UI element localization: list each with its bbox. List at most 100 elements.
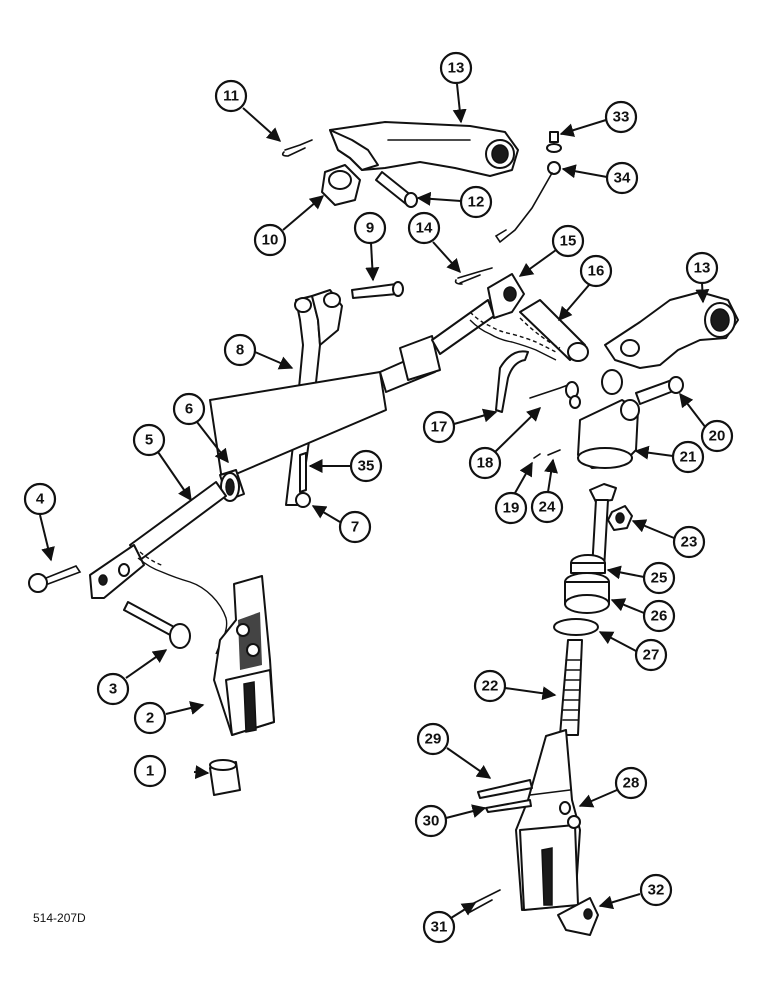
callout-circle-33 (604, 100, 638, 134)
leader-27 (598, 631, 637, 652)
part-23-nut (607, 505, 633, 531)
part-11-clip (281, 139, 313, 157)
callout-4: 4 (36, 491, 45, 508)
callout-circle-4 (23, 482, 57, 516)
callout-33: 33 (613, 109, 630, 126)
callout-24: 24 (539, 499, 556, 516)
chains (137, 311, 557, 655)
callout-circle-10 (253, 223, 287, 257)
leader-2 (165, 701, 205, 715)
leader-28 (578, 789, 618, 808)
leader-8 (254, 351, 294, 370)
leader-10 (282, 195, 325, 231)
part-9-pin (351, 281, 404, 299)
part-5-6-15-top-link (89, 273, 525, 599)
callout-circle-2 (133, 701, 167, 735)
part-22-25-26-27-rod (553, 483, 617, 736)
callout-circle-13-top (439, 51, 473, 85)
callout-circle-18 (468, 446, 502, 480)
leader-22 (504, 686, 557, 701)
part-13-top-lift-arm (329, 121, 519, 177)
part-35-7-pin-ball (295, 452, 311, 508)
part-17-spring (495, 350, 529, 413)
leader-31 (450, 902, 477, 919)
leader-3 (125, 649, 168, 679)
figure-code: 514-207D (33, 911, 86, 925)
leader-7 (311, 505, 341, 523)
callout-11: 11 (223, 88, 239, 105)
leader-9 (365, 242, 380, 282)
leader-16 (558, 284, 590, 322)
part-16-sleeve (519, 299, 589, 362)
callout-3: 3 (109, 681, 117, 698)
callout-circle-6 (172, 392, 206, 426)
callout-27: 27 (643, 647, 660, 664)
part-28-32-lower-clevis (467, 729, 599, 936)
callout-12: 12 (468, 194, 485, 211)
leader-33 (559, 119, 607, 137)
callout-28: 28 (623, 775, 640, 792)
callout-circle-26 (642, 599, 676, 633)
leader-17 (453, 408, 498, 425)
leader-34 (561, 164, 608, 179)
callout-21: 21 (680, 449, 697, 466)
leader-23 (631, 519, 675, 539)
callout-6: 6 (185, 401, 193, 418)
parts-artwork (28, 121, 739, 936)
leader-12 (416, 191, 462, 206)
callout-19: 19 (503, 500, 520, 517)
leader-14 (432, 241, 461, 274)
callout-5: 5 (145, 432, 153, 449)
part-10-bush (321, 164, 361, 206)
leader-32 (598, 893, 641, 910)
leader-30 (445, 804, 487, 819)
callout-circle-29 (416, 722, 450, 756)
callout-18: 18 (477, 455, 494, 472)
callout-9: 9 (366, 220, 374, 237)
leader-15 (518, 249, 557, 277)
callout-circle-3 (96, 672, 130, 706)
leader-4 (39, 514, 55, 562)
callout-circle-19 (494, 491, 528, 525)
callout-22: 22 (482, 678, 499, 695)
leader-19 (514, 461, 533, 494)
callout-circle-35 (349, 449, 383, 483)
callout-26: 26 (651, 608, 668, 625)
callout-circle-15 (551, 224, 585, 258)
callout-32: 32 (648, 882, 665, 899)
callout-circle-27 (634, 638, 668, 672)
leader-29 (446, 747, 492, 779)
part-14-clip (454, 267, 493, 285)
leader-26 (610, 598, 645, 614)
callout-circle-7 (338, 510, 372, 544)
callout-2: 2 (146, 710, 154, 727)
callout-23: 23 (681, 534, 698, 551)
callout-30: 30 (423, 813, 440, 830)
callout-17: 17 (431, 419, 448, 436)
callout-8: 8 (236, 342, 244, 359)
part-12-pin (375, 171, 418, 208)
leader-11 (242, 107, 282, 142)
part-1-4-lower-link (28, 565, 275, 796)
callout-circle-32 (639, 873, 673, 907)
callout-20: 20 (709, 428, 726, 445)
callout-16: 16 (588, 263, 605, 280)
callout-13-top: 13 (448, 60, 465, 77)
callout-1: 1 (146, 763, 154, 780)
leader-1 (193, 765, 210, 780)
leader-25 (606, 565, 645, 580)
callout-circle-16 (579, 254, 613, 288)
part-21-rod-head (577, 369, 640, 469)
part-20-pin (635, 376, 684, 405)
callout-circle-28 (614, 766, 648, 800)
part-13-right-lift-arm (604, 291, 739, 369)
part-33-34-bolt-and-wire (494, 131, 562, 244)
callout-circle-34 (605, 161, 639, 195)
callout-circle-23 (672, 525, 706, 559)
leader-6 (196, 421, 229, 464)
callout-circle-31 (422, 910, 456, 944)
callout-circle-24 (530, 490, 564, 524)
callout-circle-14 (407, 211, 441, 245)
callout-circle-20 (700, 419, 734, 453)
